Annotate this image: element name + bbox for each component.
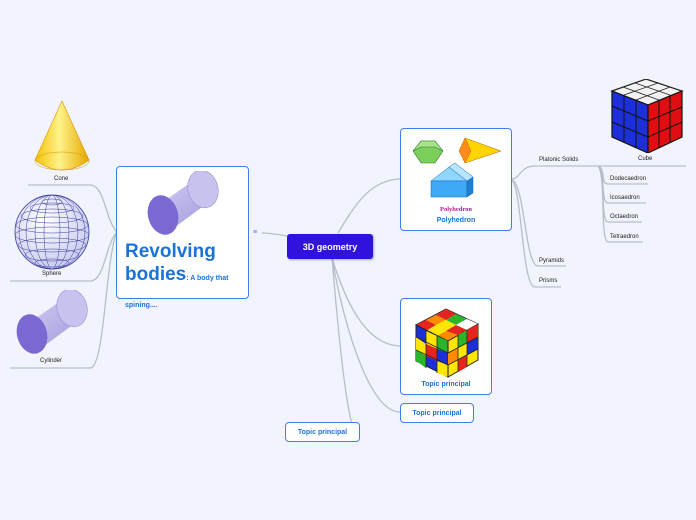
note-icon[interactable]: ≡: [253, 229, 258, 236]
cube-image: [610, 79, 684, 153]
cone-image: [34, 100, 90, 171]
revolving-bodies-node[interactable]: Revolving bodies: A body that spining...…: [116, 166, 249, 309]
topic-principal-node-3[interactable]: Topic principal: [285, 422, 360, 442]
prisms-label[interactable]: Prisms: [539, 278, 558, 284]
rubik-cube-image: [414, 308, 480, 378]
sphere-label[interactable]: Sphere: [42, 271, 62, 277]
pyramids-label[interactable]: Pyramids: [539, 258, 565, 264]
icosaedron-label[interactable]: Icosaedron: [610, 195, 640, 201]
polyhedron-node[interactable]: Polyhedron Polyhedron Polyhedron: [400, 128, 512, 231]
cube-label[interactable]: Cube: [638, 156, 653, 162]
topic-principal-node-2[interactable]: Topic principal: [400, 403, 474, 423]
cylinder-child-image: [16, 290, 88, 354]
topic-principal-cube-label: Topic principal: [421, 381, 471, 388]
cylinder-label[interactable]: Cylinder: [40, 358, 63, 364]
revolving-bodies-subtitle: : A body that spining....: [125, 275, 229, 309]
cone-label[interactable]: Cone: [54, 176, 69, 182]
central-topic-label: 3D geometry: [302, 241, 358, 252]
dodecaedron-label[interactable]: Dodecaedron: [610, 176, 647, 182]
tetraedron-label[interactable]: Tetraedron: [610, 234, 639, 240]
central-topic[interactable]: 3D geometry: [287, 234, 373, 259]
sphere-image: [14, 194, 90, 270]
polyhedra-image: Polyhedron: [412, 137, 502, 198]
polyhedron-image-caption-text: Polyhedron: [439, 206, 473, 213]
platonic-solids-label[interactable]: Platonic Solids: [539, 157, 579, 163]
topic-principal-label-3: Topic principal: [297, 428, 348, 436]
topic-principal-cube-node[interactable]: Topic principal: [400, 298, 492, 395]
topic-principal-label-2: Topic principal: [412, 409, 462, 417]
revolving-bodies-title: Revolving bodies: A body that spining...…: [125, 241, 229, 309]
octaedron-label[interactable]: Octaedron: [610, 214, 639, 220]
cylinder-image: [147, 171, 219, 235]
polyhedron-label: Polyhedron: [436, 217, 476, 224]
